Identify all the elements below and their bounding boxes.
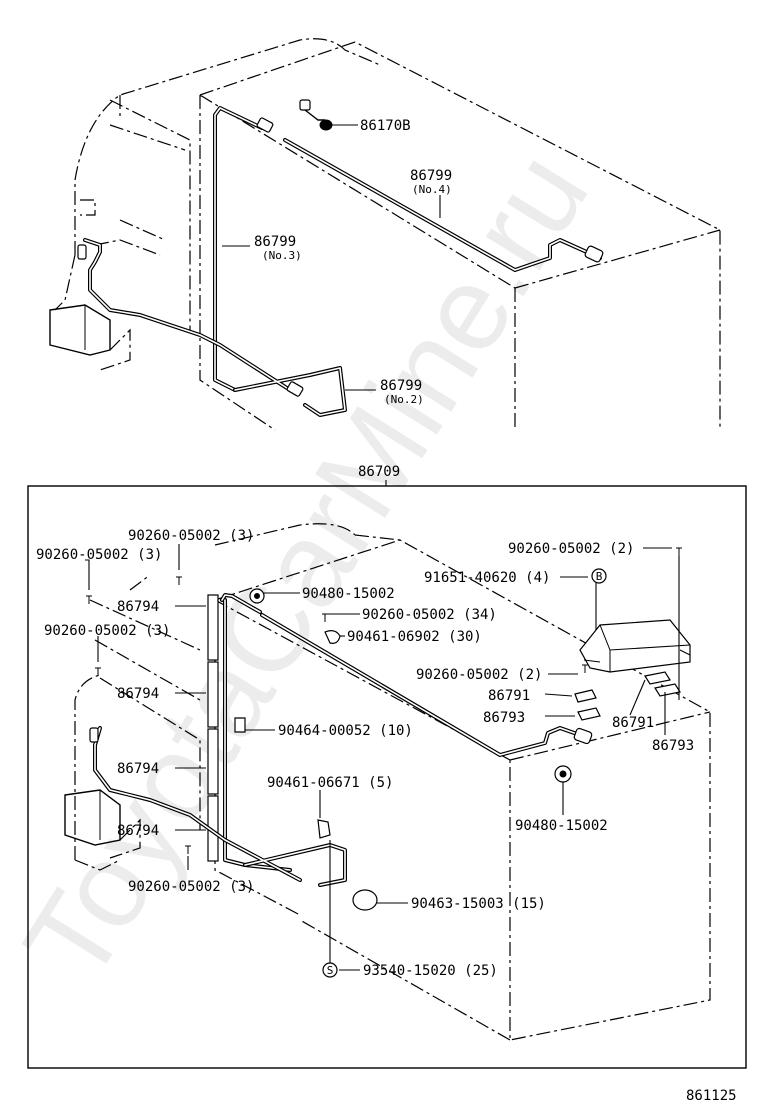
label-90260-05002-g: 90260-05002 (2) — [416, 667, 542, 683]
label-86794-c: 86794 — [117, 761, 159, 777]
label-86799-no3: 86799 — [254, 234, 296, 250]
callout-b-icon — [591, 568, 607, 584]
callout-s-icon — [322, 962, 338, 978]
body-box — [199, 41, 721, 431]
label-90461-06902: 90461-06902 (30) — [347, 629, 482, 645]
label-90260-05002-d: 90260-05002 (3) — [44, 623, 170, 639]
assembly-frame — [27, 485, 747, 1069]
label-86170b: 86170B — [360, 118, 411, 134]
diagram-id: 861125 — [686, 1088, 737, 1104]
label-90461-06671: 90461-06671 (5) — [267, 775, 393, 791]
label-86791-b: 86791 — [612, 715, 654, 731]
label-86799-no4: 86799 — [410, 168, 452, 184]
assembly-label: 86709 — [358, 464, 400, 480]
label-86799-no2-sub: (No.2) — [384, 393, 424, 406]
control-unit — [579, 619, 691, 673]
label-91651-40620: 91651-40620 (4) — [424, 570, 550, 586]
detail-view: B S 90260-05002 (3) 90260-05002 (3) 8679… — [36, 523, 711, 1041]
rail-86794 — [207, 594, 219, 862]
callout-s: S — [327, 964, 334, 977]
label-93540-15020: 93540-15020 (25) — [363, 963, 498, 979]
label-86799-no4-sub: (No.4) — [412, 183, 452, 196]
label-86799-no3-sub: (No.3) — [262, 249, 302, 262]
label-86794-b: 86794 — [117, 686, 159, 702]
label-86799-no2: 86799 — [380, 378, 422, 394]
callout-b: B — [596, 570, 603, 583]
label-90260-05002-b: 90260-05002 (3) — [36, 547, 162, 563]
label-90464-00052: 90464-00052 (10) — [278, 723, 413, 739]
connector-86170b — [299, 99, 333, 131]
watermark: ToyotaCarMine.ru — [0, 130, 614, 1004]
label-90260-05002-a: 90260-05002 (3) — [128, 528, 254, 544]
cab-outline — [74, 38, 381, 255]
label-90260-05002-f: 90260-05002 (2) — [508, 541, 634, 557]
label-86793-a: 86793 — [483, 710, 525, 726]
label-86791-a: 86791 — [488, 688, 530, 704]
label-86794-a: 86794 — [117, 599, 159, 615]
detail-body-box — [214, 539, 711, 1041]
top-view: 86170B 86799 (No.4) 86799 (No.3) 86799 (… — [49, 38, 721, 431]
label-86793-b: 86793 — [652, 738, 694, 754]
cab-bumper — [49, 304, 111, 356]
label-90260-05002-c: 90260-05002 (34) — [362, 607, 497, 623]
label-86794-d: 86794 — [117, 823, 159, 839]
label-90463-15003: 90463-15003 (15) — [411, 896, 546, 912]
label-90480-15002-b: 90480-15002 — [515, 818, 608, 834]
label-90480-15002-a: 90480-15002 — [302, 586, 395, 602]
label-90260-05002-e: 90260-05002 (3) — [128, 879, 254, 895]
